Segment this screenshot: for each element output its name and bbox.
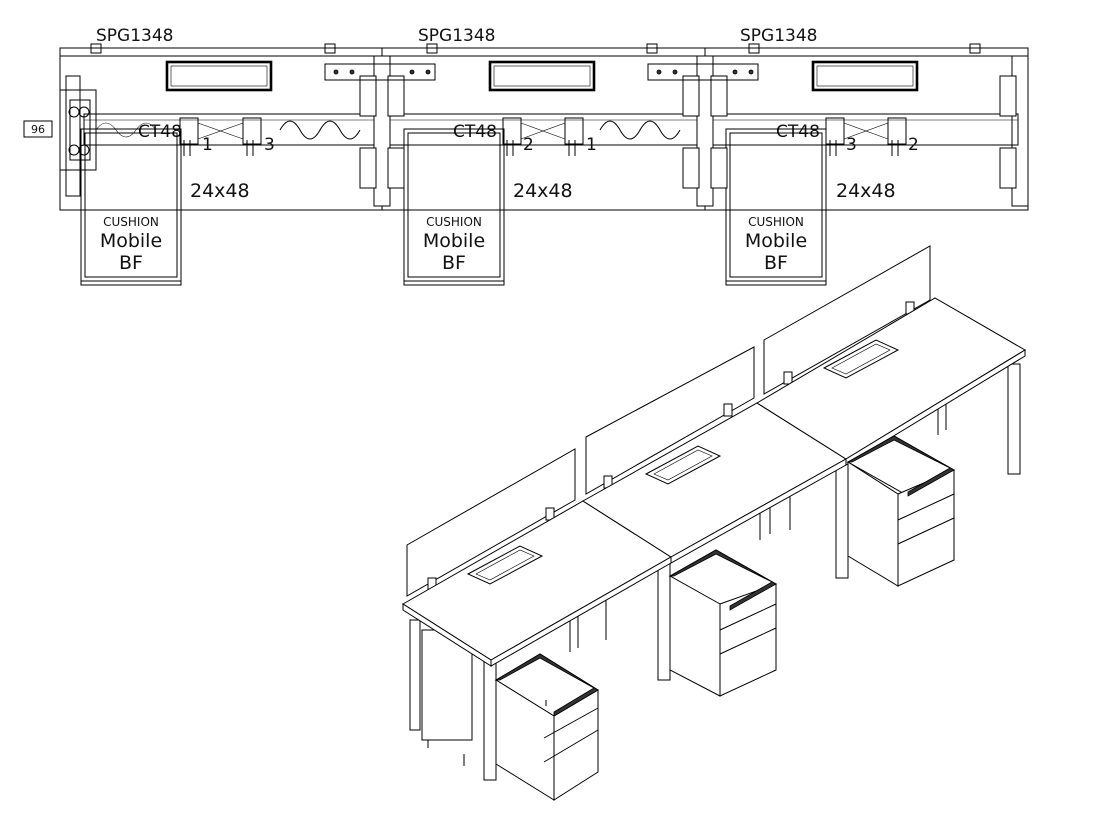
top-size-1: 24x48 bbox=[190, 180, 250, 202]
port-a-2: 2 bbox=[523, 135, 534, 155]
top-size-2: 24x48 bbox=[513, 180, 573, 202]
pedestal-iso-2 bbox=[668, 549, 778, 697]
tag-box bbox=[23, 120, 53, 138]
plan-station-1: SPG1348 CT48 1 3 24x48 CUSHION Mobile BF bbox=[80, 26, 361, 286]
port-a-3: 3 bbox=[846, 135, 857, 155]
privacy-screens bbox=[406, 245, 931, 597]
grommet-plan-2 bbox=[488, 60, 596, 92]
ped-cushion-2: CUSHION bbox=[426, 215, 482, 229]
port-b-2: 1 bbox=[586, 135, 597, 155]
grommets-iso bbox=[466, 339, 900, 585]
divider-bracket-1 bbox=[324, 55, 436, 207]
ct-label-1: CT48 bbox=[138, 122, 182, 142]
spg-label-1: SPG1348 bbox=[96, 26, 173, 46]
ped-bf-3: BF bbox=[764, 252, 788, 274]
grommet-plan-3 bbox=[811, 60, 919, 92]
plan-station-3: SPG1348 CT48 3 2 24x48 CUSHION Mobile BF bbox=[725, 26, 981, 286]
isometric-view bbox=[402, 245, 1026, 801]
ped-bf-2: BF bbox=[442, 252, 466, 274]
spg-label-2: SPG1348 bbox=[418, 26, 495, 46]
ped-mobile-3: Mobile bbox=[745, 230, 807, 252]
ped-cushion-1: CUSHION bbox=[103, 215, 159, 229]
worksurfaces bbox=[402, 297, 1026, 667]
port-b-3: 2 bbox=[908, 135, 919, 155]
divider-bracket-2 bbox=[647, 55, 759, 207]
ct-label-3: CT48 bbox=[776, 122, 820, 142]
top-size-3: 24x48 bbox=[836, 180, 896, 202]
plan-station-2: SPG1348 CT48 2 1 24x48 CUSHION Mobile BF bbox=[403, 26, 681, 286]
plan-view: 96 SPG1348 CT48 1 3 24x48 CUSHION Mobile… bbox=[23, 26, 1029, 286]
right-end-bracket bbox=[999, 55, 1029, 207]
pedestal-plan-2 bbox=[403, 128, 505, 286]
port-a-1: 1 bbox=[202, 135, 213, 155]
port-b-1: 3 bbox=[264, 135, 275, 155]
spg-label-3: SPG1348 bbox=[740, 26, 817, 46]
pedestal-iso-3 bbox=[846, 435, 956, 587]
tag-label: 96 bbox=[31, 123, 45, 136]
ped-mobile-1: Mobile bbox=[100, 230, 162, 252]
ped-cushion-3: CUSHION bbox=[748, 215, 804, 229]
left-end-bracket bbox=[59, 75, 97, 197]
grommet-plan-1 bbox=[165, 60, 273, 92]
pedestal-plan-3 bbox=[725, 128, 827, 286]
ped-mobile-2: Mobile bbox=[423, 230, 485, 252]
ct-label-2: CT48 bbox=[453, 122, 497, 142]
ped-bf-1: BF bbox=[119, 252, 143, 274]
pedestal-iso-1 bbox=[494, 653, 599, 801]
pedestal-plan-1 bbox=[80, 128, 182, 286]
